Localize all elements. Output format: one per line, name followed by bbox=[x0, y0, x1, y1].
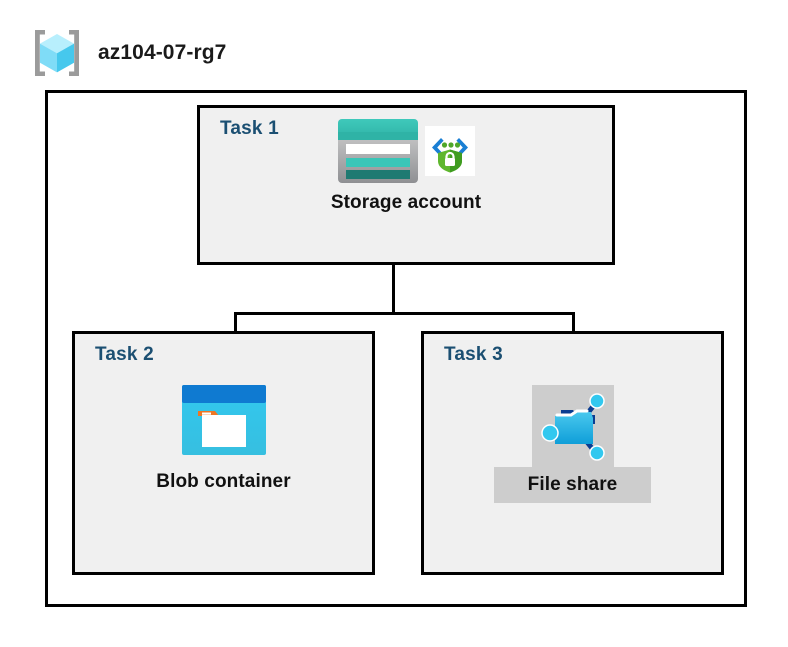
file-share-icon bbox=[537, 390, 609, 462]
file-share-selection-highlight bbox=[531, 385, 614, 467]
resource-group-boundary bbox=[45, 90, 747, 607]
blob-container-caption: Blob container bbox=[156, 471, 291, 492]
file-share-caption-highlight: File share bbox=[493, 467, 652, 503]
node-file-share[interactable]: File share bbox=[421, 385, 724, 503]
blob-container-icon bbox=[181, 385, 266, 455]
file-share-caption: File share bbox=[527, 474, 618, 495]
security-shield-icon bbox=[425, 126, 475, 176]
node-storage-account[interactable]: Storage account bbox=[197, 118, 615, 214]
resource-group-icon bbox=[30, 26, 84, 80]
storage-account-caption: Storage account bbox=[330, 192, 482, 213]
connector-horizontal-bar bbox=[234, 312, 575, 315]
storage-account-icon-row bbox=[337, 118, 475, 184]
task-2-label: Task 2 bbox=[95, 344, 154, 365]
task-1-label: Task 1 bbox=[220, 118, 279, 139]
resource-group-header: az104-07-rg7 bbox=[30, 26, 226, 80]
node-blob-container[interactable]: Blob container bbox=[72, 385, 375, 493]
task-3-label: Task 3 bbox=[444, 344, 503, 365]
connector-storage-stem bbox=[392, 233, 395, 315]
resource-group-name: az104-07-rg7 bbox=[98, 41, 227, 64]
storage-account-icon bbox=[337, 118, 419, 184]
